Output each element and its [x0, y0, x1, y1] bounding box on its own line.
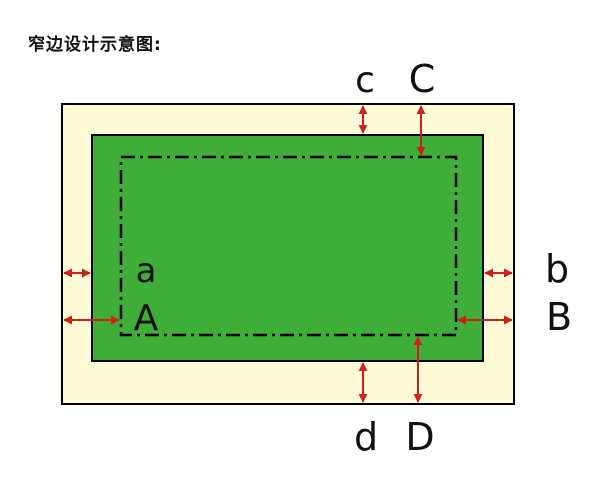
label-B: B — [546, 295, 572, 339]
green-panel — [91, 134, 484, 362]
diagram-title: 窄边设计示意图: — [28, 35, 162, 55]
label-C: C — [409, 57, 436, 101]
active-area-outline — [119, 155, 458, 337]
label-D: D — [405, 415, 434, 459]
label-a: a — [136, 251, 157, 291]
label-b: b — [545, 247, 569, 291]
label-A: A — [134, 298, 159, 339]
label-d: d — [354, 415, 378, 459]
label-c: c — [355, 60, 375, 101]
